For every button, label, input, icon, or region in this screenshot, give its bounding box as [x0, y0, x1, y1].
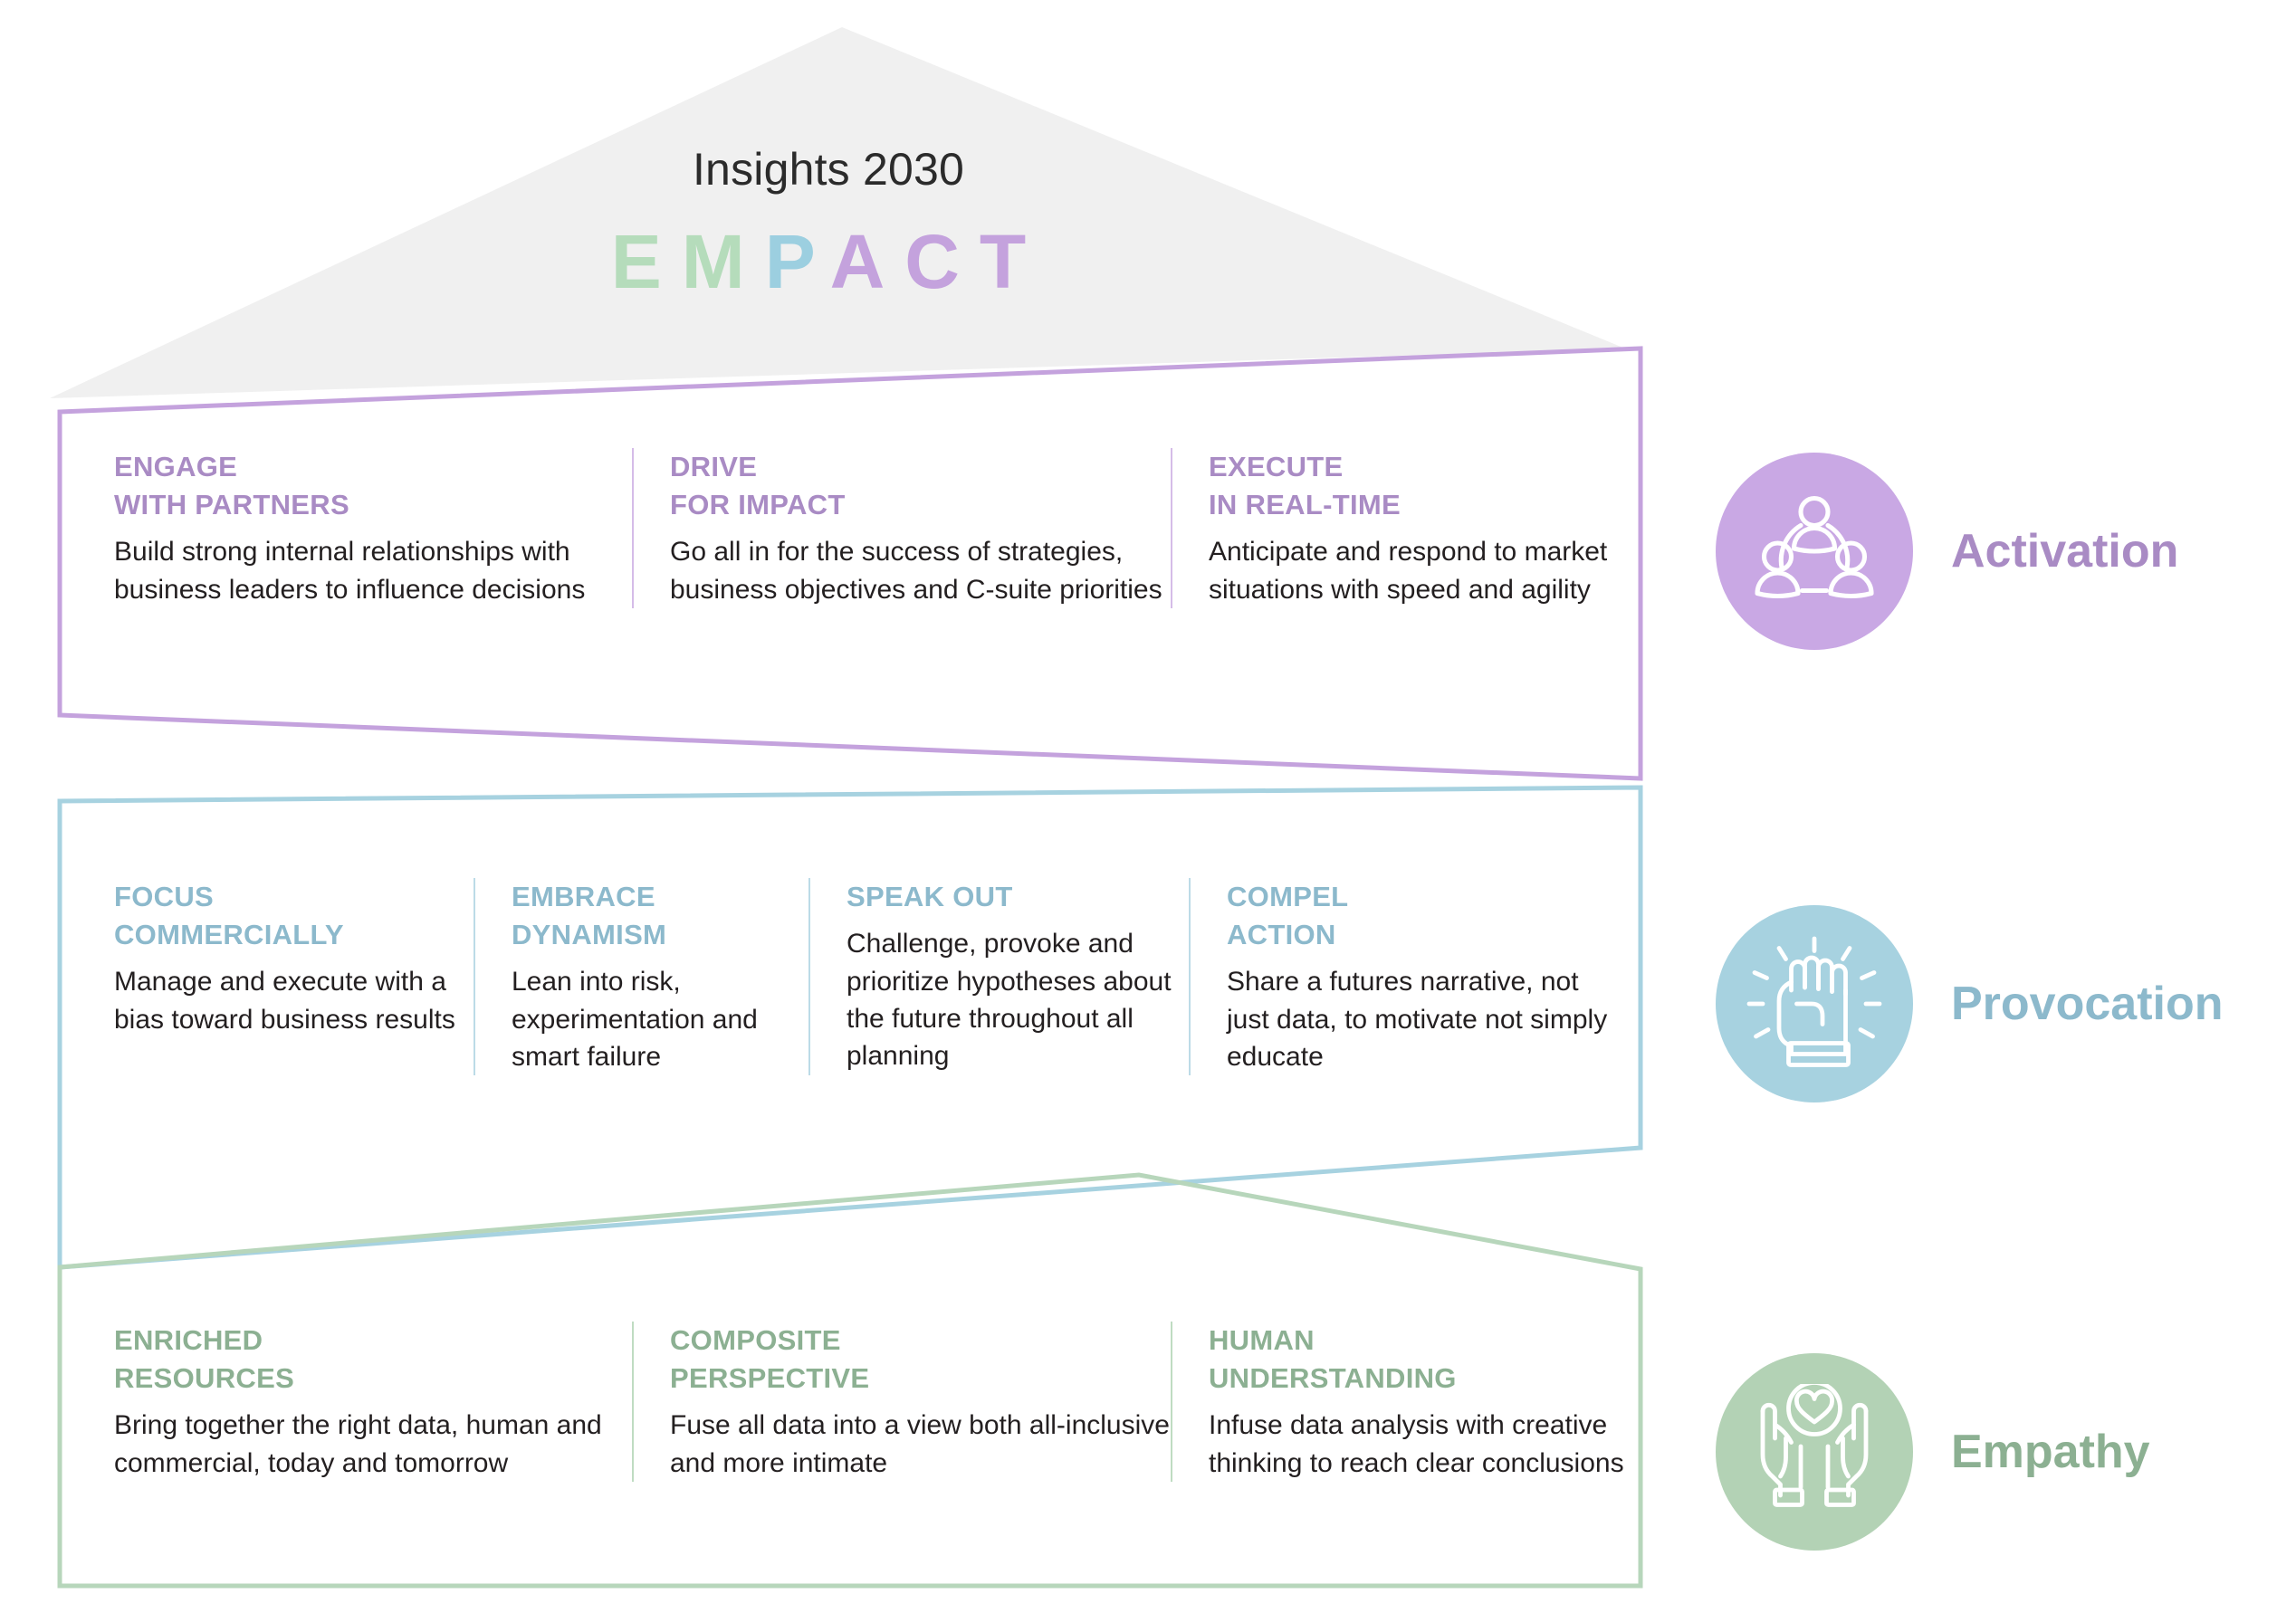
column-divider	[1189, 878, 1191, 1076]
legend-item-activation[interactable]: Activation	[1716, 453, 2178, 650]
column-heading: COMPOSITE PERSPECTIVE	[670, 1322, 1171, 1398]
legend-label-provocation: Provocation	[1951, 978, 2224, 1030]
acronym-letter-p: P	[764, 219, 830, 304]
column-divider	[1171, 448, 1172, 609]
heading-line-1: COMPEL	[1227, 881, 1349, 912]
heading-line-2: RESOURCES	[114, 1362, 295, 1395]
heading-line-2: COMMERCIALLY	[114, 919, 344, 951]
activation-column-engage-with-partners: ENGAGE WITH PARTNERS Build strong intern…	[98, 448, 632, 608]
column-heading: ENGAGE WITH PARTNERS	[114, 448, 632, 524]
acronym-letter-t: T	[979, 219, 1047, 304]
empathy-column-enriched-resources: ENRICHED RESOURCES Bring together the ri…	[98, 1322, 632, 1482]
legend-item-empathy[interactable]: Empathy	[1716, 1353, 2150, 1551]
provocation-column-focus-commercially: FOCUS COMMERCIALLY Manage and execute wi…	[98, 878, 474, 1075]
column-body: Bring together the right data, human and…	[114, 1410, 602, 1478]
column-body: Lean into risk, experimentation and smar…	[512, 967, 758, 1073]
heading-line-1: ENGAGE	[114, 451, 238, 482]
column-body: Manage and execute with a bias toward bu…	[114, 967, 455, 1035]
heading-line-2: FOR IMPACT	[670, 489, 846, 521]
empathy-column-human-understanding: HUMAN UNDERSTANDING Infuse data analysis…	[1171, 1322, 1628, 1483]
heading-line-1: EMBRACE	[512, 881, 655, 912]
heading-line-2: DYNAMISM	[512, 919, 667, 951]
empathy-band-content: ENRICHED RESOURCES Bring together the ri…	[98, 1322, 1637, 1483]
heading-line-1: DRIVE	[670, 451, 758, 482]
column-heading: COMPEL ACTION	[1227, 878, 1623, 954]
legend-item-provocation[interactable]: Provocation	[1716, 905, 2224, 1102]
provocation-icon-badge	[1716, 905, 1913, 1102]
column-heading: ENRICHED RESOURCES	[114, 1322, 632, 1398]
heading-line-2: UNDERSTANDING	[1209, 1362, 1457, 1395]
column-heading: SPEAK OUT	[847, 878, 1189, 916]
heading-line-2: PERSPECTIVE	[670, 1362, 870, 1395]
activation-column-execute-in-real-time: EXECUTE IN REAL-TIME Anticipate and resp…	[1171, 448, 1628, 609]
raised-fist-icon	[1746, 936, 1882, 1067]
column-heading: HUMAN UNDERSTANDING	[1209, 1322, 1628, 1398]
heading-line-2: WITH PARTNERS	[114, 489, 349, 521]
three-people-network-icon	[1755, 495, 1874, 599]
column-divider	[808, 878, 810, 1076]
heading-line-1: COMPOSITE	[670, 1324, 841, 1356]
column-heading: FOCUS COMMERCIALLY	[114, 878, 474, 954]
heading-line-1: EXECUTE	[1209, 451, 1344, 482]
empathy-icon-badge	[1716, 1353, 1913, 1551]
hands-holding-heart-icon	[1760, 1384, 1869, 1507]
legend-label-activation: Activation	[1951, 525, 2179, 577]
activation-icon-badge	[1716, 453, 1913, 650]
column-body: Challenge, provoke and prioritize hypoth…	[847, 929, 1172, 1072]
column-divider	[474, 878, 475, 1076]
title-block: Insights 2030 EMPACT	[0, 144, 1657, 302]
column-body: Fuse all data into a view both all-inclu…	[670, 1410, 1170, 1478]
column-body: Infuse data analysis with creative think…	[1209, 1410, 1624, 1478]
heading-line-1: ENRICHED	[114, 1324, 263, 1356]
provocation-column-embrace-dynamism: EMBRACE DYNAMISM Lean into risk, experim…	[474, 878, 808, 1076]
column-heading: EXECUTE IN REAL-TIME	[1209, 448, 1628, 524]
column-heading: EMBRACE DYNAMISM	[512, 878, 808, 954]
page-title: Insights 2030	[692, 144, 965, 195]
activation-band-content: ENGAGE WITH PARTNERS Build strong intern…	[98, 448, 1628, 609]
column-body: Anticipate and respond to market situati…	[1209, 537, 1608, 605]
acronym-letter-a: A	[829, 219, 905, 304]
column-body: Share a futures narrative, not just data…	[1227, 967, 1608, 1073]
acronym-letter-c: C	[904, 219, 980, 304]
heading-line-2: IN REAL-TIME	[1209, 489, 1401, 521]
provocation-band-content: FOCUS COMMERCIALLY Manage and execute wi…	[98, 878, 1637, 1076]
column-divider	[632, 448, 634, 609]
provocation-column-compel-action: COMPEL ACTION Share a futures narrative,…	[1189, 878, 1623, 1076]
heading-line-1: SPEAK OUT	[847, 881, 1013, 912]
heading-line-1: FOCUS	[114, 881, 214, 912]
column-heading: DRIVE FOR IMPACT	[670, 448, 1171, 524]
provocation-column-speak-out: SPEAK OUT Challenge, provoke and priorit…	[808, 878, 1189, 1076]
acronym-letter-e: E	[610, 219, 682, 304]
activation-column-drive-for-impact: DRIVE FOR IMPACT Go all in for the succe…	[632, 448, 1171, 609]
column-body: Build strong internal relationships with…	[114, 537, 586, 605]
acronym-letter-m: M	[681, 219, 765, 304]
heading-line-2: ACTION	[1227, 919, 1336, 951]
empathy-column-composite-perspective: COMPOSITE PERSPECTIVE Fuse all data into…	[632, 1322, 1171, 1483]
column-divider	[1171, 1322, 1172, 1483]
column-body: Go all in for the success of strategies,…	[670, 537, 1162, 605]
legend-label-empathy: Empathy	[1951, 1426, 2150, 1478]
column-divider	[632, 1322, 634, 1483]
heading-line-1: HUMAN	[1209, 1324, 1315, 1356]
acronym-empact: EMPACT	[0, 222, 1657, 301]
